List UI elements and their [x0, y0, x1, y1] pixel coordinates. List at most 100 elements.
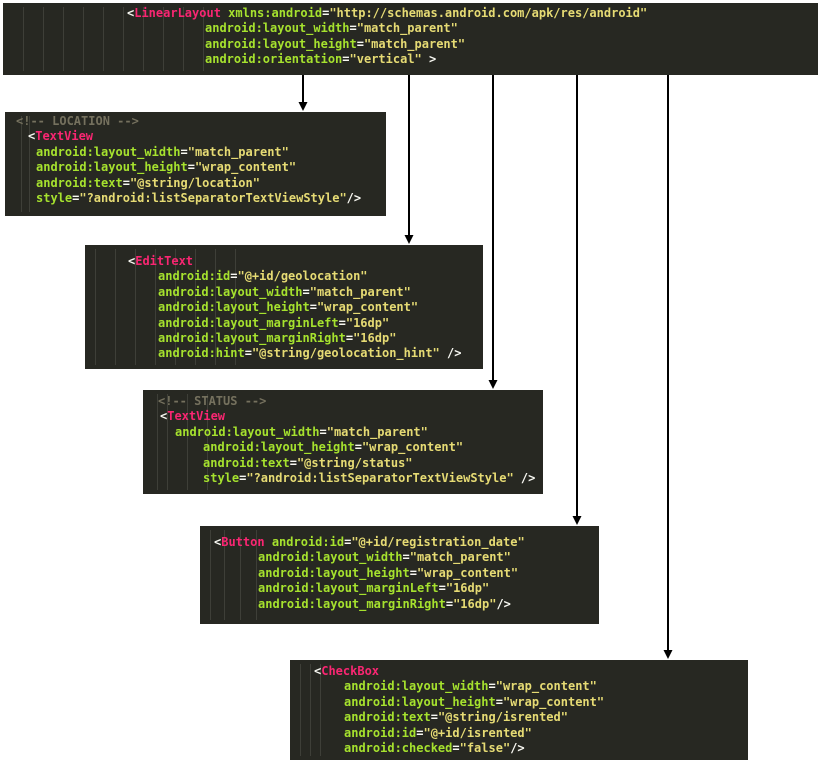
- code-token: =: [319, 424, 327, 439]
- isrented-checkbox-line: android:text="@string/isrented": [344, 710, 568, 725]
- indent-guide: [203, 7, 204, 71]
- code-token: =: [488, 679, 496, 694]
- code-token: "wrap_content": [194, 160, 297, 175]
- indent-guide: [183, 7, 184, 71]
- code-token: =: [430, 710, 438, 725]
- code-token: =: [354, 440, 362, 455]
- code-token: android:layout_width: [258, 550, 403, 565]
- location-textview-line: android:layout_width="match_parent": [36, 145, 289, 160]
- indent-guide: [300, 664, 301, 756]
- arrow-to-geolocation-edittext: [404, 75, 414, 244]
- code-token: =: [356, 36, 364, 51]
- indent-guide: [195, 249, 196, 365]
- indent-guide: [320, 664, 321, 756]
- code-token: />: [510, 741, 525, 755]
- linear-layout-line: <LinearLayout xmlns:android="http://sche…: [127, 6, 647, 21]
- indent-guide: [224, 530, 225, 620]
- code-token: =: [452, 741, 460, 755]
- code-token: "false": [459, 741, 511, 755]
- code-token: "@string/status": [296, 455, 413, 470]
- code-token: =: [345, 331, 354, 345]
- code-token: android:layout_height: [158, 300, 310, 315]
- indent-guide: [175, 249, 176, 365]
- geolocation-edittext-line: android:layout_marginLeft="16dp": [158, 316, 389, 331]
- code-token: "?android:listSeparatorTextViewStyle": [79, 191, 347, 205]
- linear-layout-line: android:layout_width="match_parent": [205, 21, 458, 36]
- status-textview-line: <TextView: [160, 409, 225, 424]
- code-token: android:layout_marginRight: [258, 596, 446, 611]
- code-token: "wrap_content": [502, 694, 605, 709]
- code-token: >: [421, 52, 437, 67]
- code-token: =: [187, 160, 195, 175]
- arrow-head: [298, 102, 308, 111]
- location-textview-line: <TextView: [28, 129, 93, 144]
- geolocation-edittext-line: android:layout_height="wrap_content": [158, 300, 418, 315]
- code-token: =: [349, 21, 357, 36]
- status-textview-line: android:layout_width="match_parent": [175, 425, 428, 440]
- code-token: android:layout_width: [205, 21, 350, 36]
- indent-guide: [187, 394, 188, 490]
- code-token: Button: [221, 535, 265, 549]
- code-token: "@string/isrented": [437, 710, 568, 725]
- code-token: />: [439, 346, 462, 361]
- code-token: />: [496, 596, 511, 611]
- code-token: "match_parent": [309, 284, 411, 299]
- indent-guide: [123, 7, 124, 71]
- code-token: "match_parent": [356, 21, 458, 36]
- status-textview-line: android:text="@string/status": [203, 456, 413, 471]
- indent-guide: [256, 530, 257, 620]
- status-textview-line: android:layout_height="wrap_content": [203, 440, 463, 455]
- indent-guide: [29, 116, 30, 212]
- indent-guide: [95, 249, 96, 365]
- indent-guide: [210, 530, 211, 620]
- code-token: =: [239, 471, 247, 485]
- code-token: "match_parent": [187, 144, 289, 159]
- indent-guide: [155, 249, 156, 365]
- indent-guide: [103, 7, 104, 71]
- code-token: <!-- STATUS -->: [158, 394, 267, 408]
- code-token: =: [445, 596, 454, 611]
- linear-layout-line: android:layout_height="match_parent": [205, 37, 465, 52]
- code-token: "wrap_content": [416, 565, 519, 580]
- code-token: =: [495, 694, 503, 709]
- code-token: android:layout_height: [258, 565, 410, 580]
- code-token: android:id: [158, 269, 231, 284]
- indent-guide: [135, 249, 136, 365]
- geolocation-edittext-line: android:hint="@string/geolocation_hint" …: [158, 346, 461, 361]
- code-token: "wrap_content": [361, 440, 464, 455]
- code-token: android:hint: [158, 346, 245, 361]
- code-token: "wrap_content": [495, 679, 597, 694]
- code-token: <: [28, 129, 36, 144]
- code-token: =: [122, 175, 130, 190]
- indent-guide: [83, 7, 84, 71]
- arrow-to-isrented-checkbox: [663, 75, 673, 659]
- code-token: android:layout_width: [344, 679, 489, 694]
- code-token: android:layout_width: [175, 424, 320, 439]
- code-token: "@+id/isrented": [423, 725, 532, 740]
- arrow-head: [572, 516, 582, 525]
- indent-guide: [207, 394, 208, 490]
- code-token: "wrap_content": [316, 300, 419, 315]
- code-token: android:checked: [344, 741, 453, 755]
- code-token: android:layout_width: [158, 284, 303, 299]
- indent-guide: [157, 394, 158, 490]
- arrow-to-status-textview: [488, 75, 498, 389]
- code-token: =: [289, 455, 297, 470]
- arrow-to-location-textview: [298, 75, 308, 111]
- code-token: />: [513, 471, 536, 485]
- code-token: "16dp": [353, 331, 397, 345]
- code-token: =: [309, 300, 317, 315]
- indent-guide: [63, 7, 64, 71]
- code-token: EditText: [135, 254, 194, 268]
- code-token: <: [214, 535, 222, 549]
- code-token: "match_parent": [363, 36, 466, 51]
- code-token: =: [416, 725, 424, 740]
- location-textview-line: android:layout_height="wrap_content": [36, 160, 296, 175]
- registration-date-button-line: android:layout_width="match_parent": [258, 550, 511, 565]
- indent-guide: [143, 7, 144, 71]
- code-token: "match_parent": [326, 424, 428, 439]
